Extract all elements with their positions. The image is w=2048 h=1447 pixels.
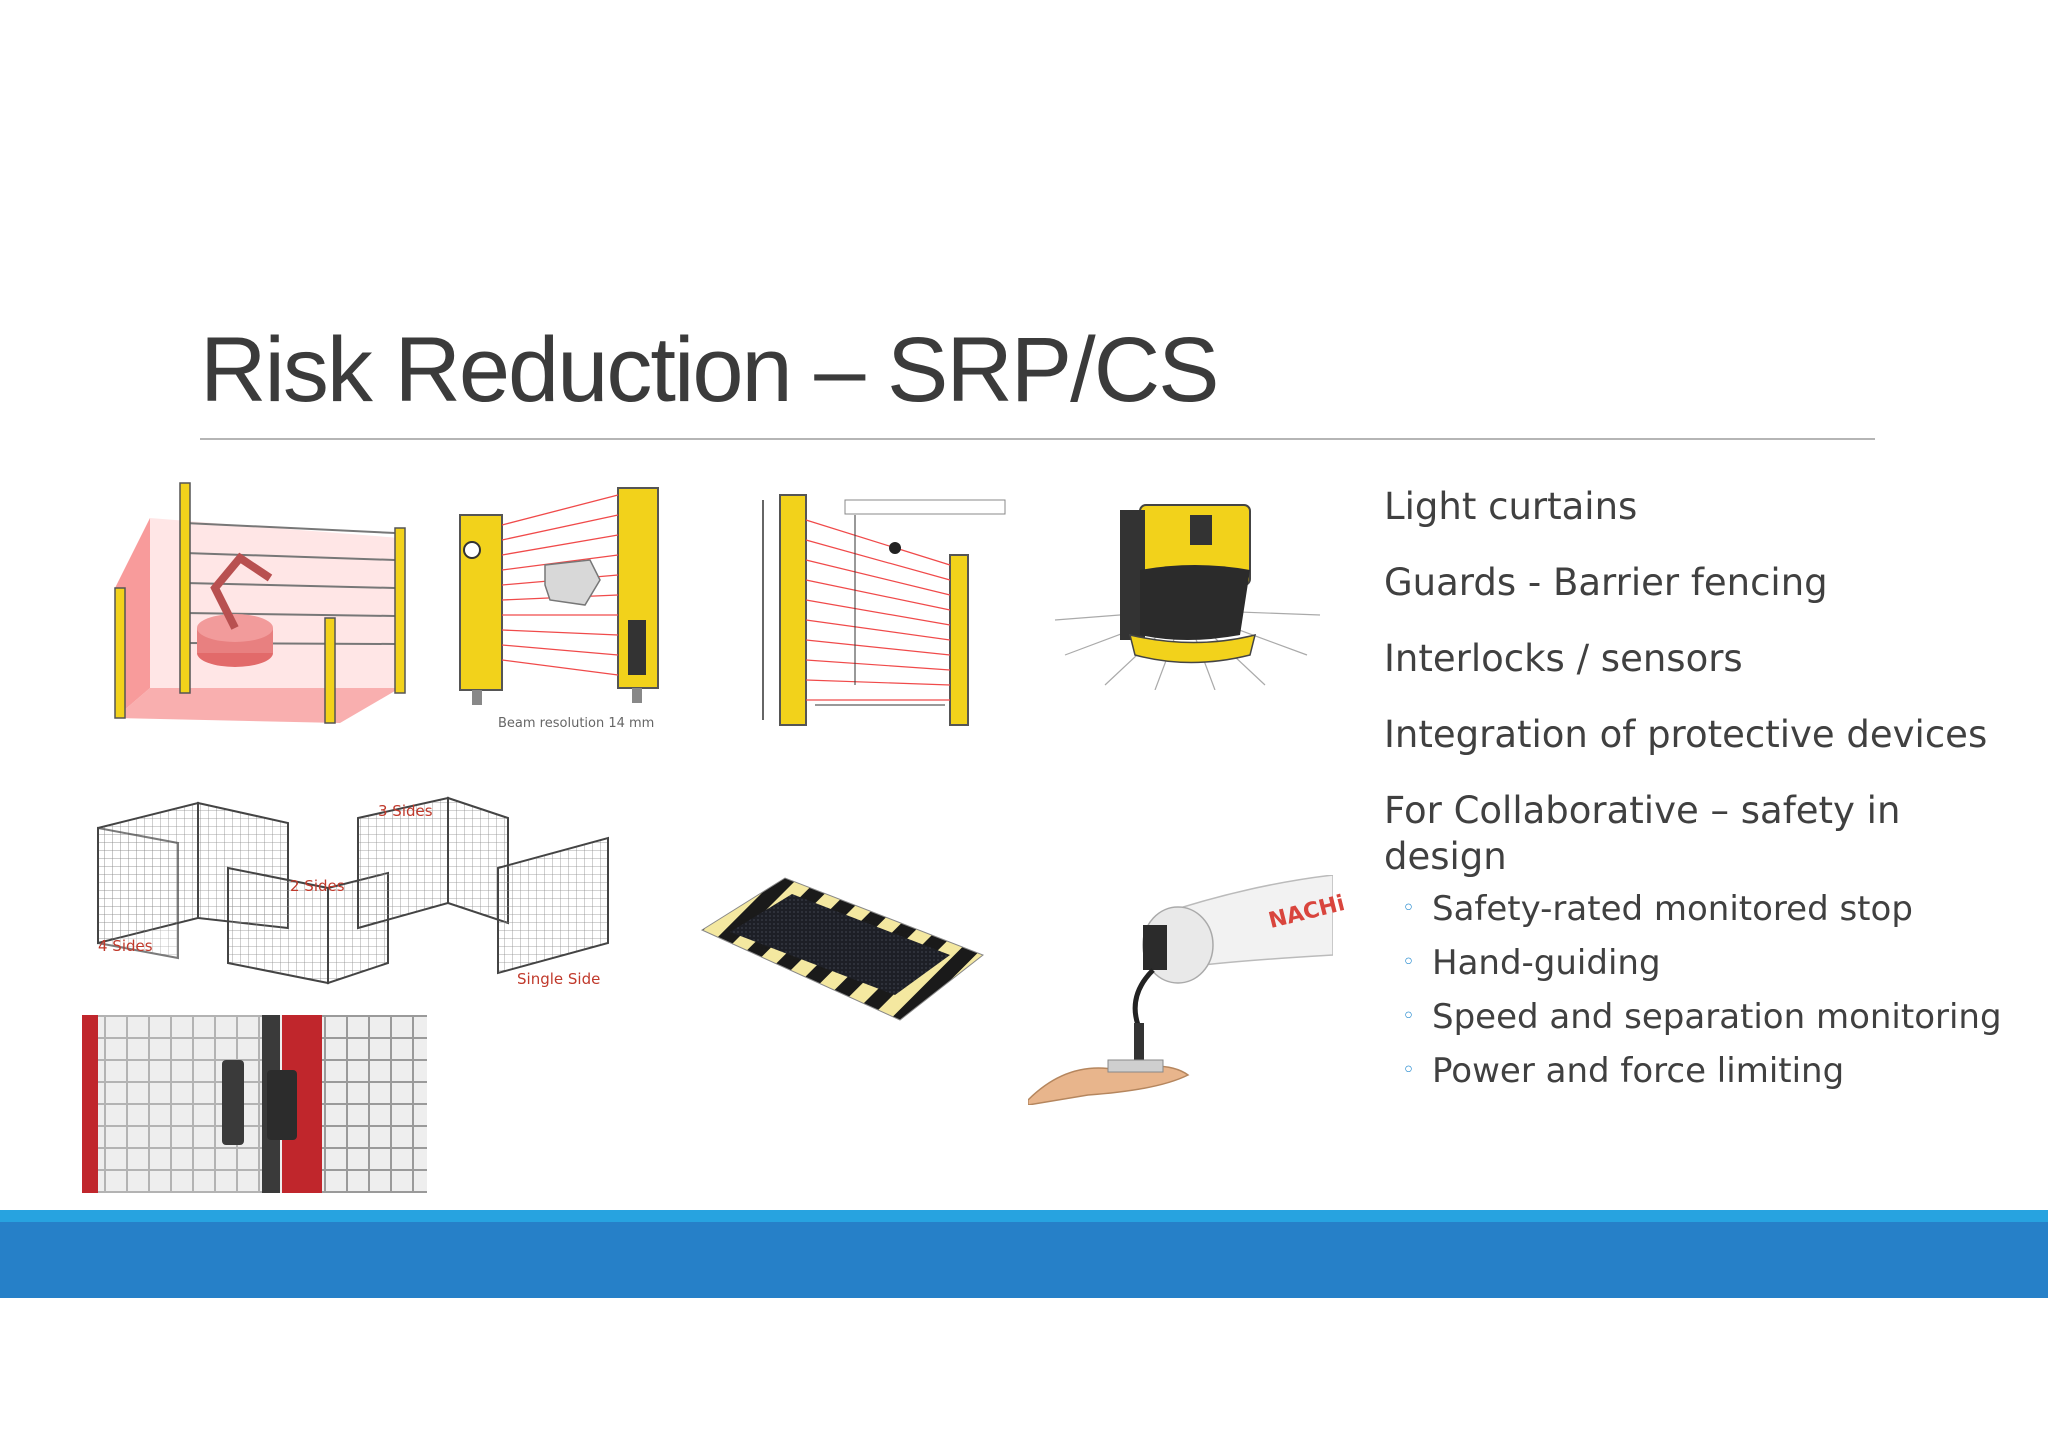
bullet-protective-devices: Integration of protective devices	[1384, 713, 1988, 756]
bullet-barrier-fencing: Guards - Barrier fencing	[1384, 561, 1828, 604]
subbullet-power-force: ◦ Power and force limiting	[1384, 1050, 2004, 1092]
collaborative-robot-photo	[1028, 875, 1333, 1105]
fence-label-4-sides: 4 Sides	[98, 937, 153, 955]
bullet-light-curtains: Light curtains	[1384, 485, 1638, 528]
safety-mat-photo	[700, 870, 985, 1025]
bullet-collaborative: For Collaborative – safety in design	[1384, 789, 1901, 878]
title-divider	[200, 438, 1875, 440]
subbullet-hand-guiding: ◦ Hand-guiding	[1384, 942, 2004, 984]
subbullet-text: Power and force limiting	[1432, 1051, 1845, 1091]
footer-band-dark	[0, 1222, 2048, 1298]
subbullet-text: Safety-rated monitored stop	[1432, 889, 1913, 929]
fence-label-single-side: Single Side	[517, 970, 601, 988]
bullet-circle-icon: ◦	[1402, 1004, 1415, 1029]
bullet-circle-icon: ◦	[1402, 1058, 1415, 1083]
subbullet-text: Hand-guiding	[1432, 943, 1661, 983]
slide-title: Risk Reduction – SRP/CS	[200, 319, 1220, 421]
bullet-circle-icon: ◦	[1402, 896, 1415, 921]
barrier-fence-configurations	[88, 778, 618, 1000]
fence-label-3-sides: 3 Sides	[378, 802, 433, 820]
interlock-gate-photo	[82, 1015, 427, 1193]
bullet-interlocks: Interlocks / sensors	[1384, 637, 1743, 680]
bullet-list: Light curtains Guards - Barrier fencing …	[1384, 484, 2004, 1104]
subbullet-monitored-stop: ◦ Safety-rated monitored stop	[1384, 888, 2004, 930]
bullet-circle-icon: ◦	[1402, 950, 1415, 975]
light-curtain-caption: Beam resolution 14 mm	[498, 716, 655, 731]
footer-band-light	[0, 1210, 2048, 1222]
light-curtain-dimension-diagram	[745, 490, 1010, 735]
light-curtain-hand-illustration	[450, 480, 670, 735]
subbullet-text: Speed and separation monitoring	[1432, 997, 2002, 1037]
safety-laser-scanner-photo	[1045, 490, 1325, 690]
subbullet-speed-separation: ◦ Speed and separation monitoring	[1384, 996, 2004, 1038]
light-curtain-cell-illustration	[95, 478, 420, 740]
fence-label-2-sides: 2 Sides	[290, 877, 345, 895]
